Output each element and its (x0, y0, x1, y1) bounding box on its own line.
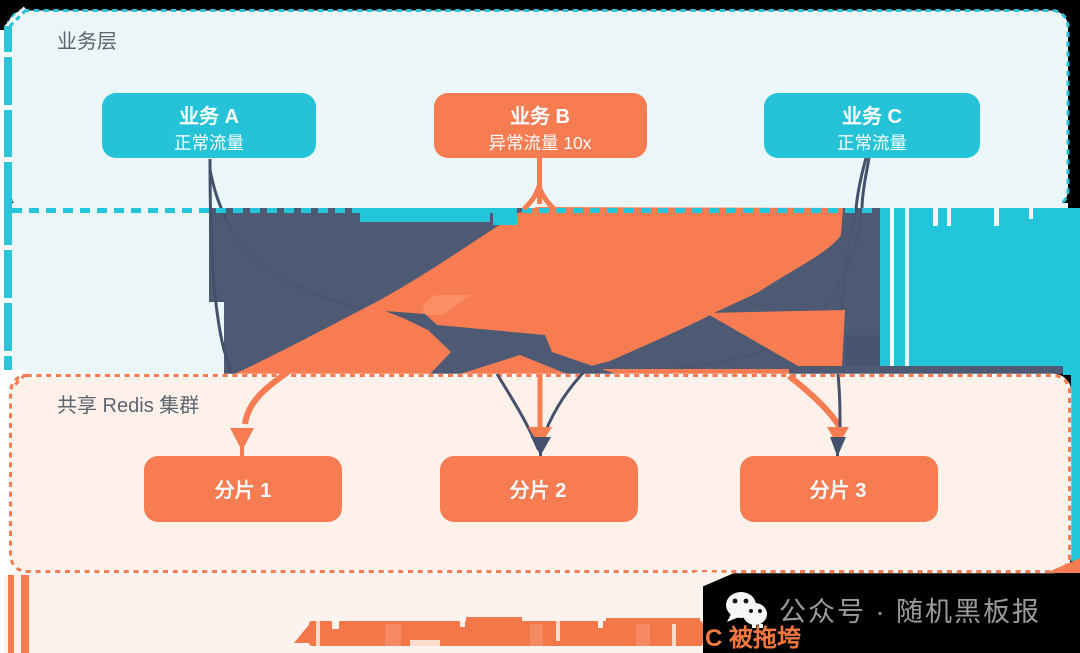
svg-text:C 被拖垮: C 被拖垮 (705, 624, 801, 652)
svg-text:正常流量: 正常流量 (837, 133, 907, 153)
svg-text:业务 B: 业务 B (510, 104, 570, 128)
svg-text:业务 A: 业务 A (179, 104, 239, 128)
svg-text:分片 2: 分片 2 (510, 479, 567, 502)
svg-text:正常流量: 正常流量 (174, 133, 244, 153)
svg-text:业务层: 业务层 (57, 30, 117, 53)
svg-text:分片 1: 分片 1 (215, 479, 272, 502)
svg-text:分片 3: 分片 3 (810, 479, 867, 502)
svg-text:公众号 · 随机黑板报: 公众号 · 随机黑板报 (779, 597, 1041, 627)
svg-text:异常流量 10x: 异常流量 10x (488, 133, 591, 153)
svg-text:业务 C: 业务 C (842, 104, 902, 128)
svg-text:共享 Redis 集群: 共享 Redis 集群 (57, 394, 199, 417)
